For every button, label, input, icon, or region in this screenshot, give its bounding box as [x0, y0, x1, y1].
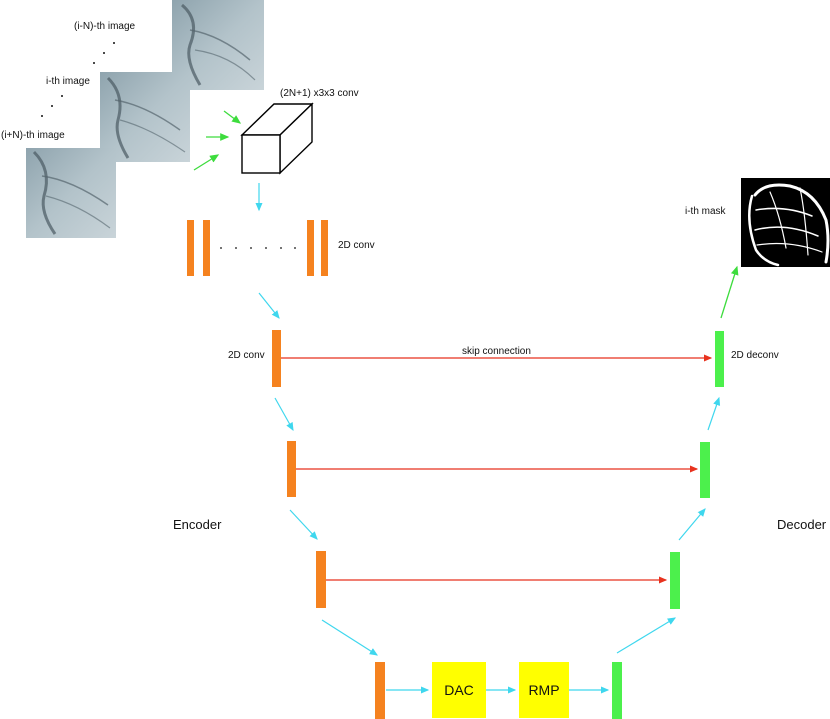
- input-arrow-1: [223, 110, 242, 124]
- conv2d-row-dots: [220, 247, 296, 249]
- rmp-block-label: RMP: [528, 682, 560, 698]
- encoder-label: Encoder: [173, 517, 222, 532]
- conv2d-row: [187, 220, 328, 276]
- frame-top-label: (i-N)-th image: [74, 21, 136, 32]
- bottleneck-encoder-bar: [375, 662, 385, 719]
- decoder-bar-2: [700, 442, 710, 498]
- conv2d-encoder-label: 2D conv: [228, 350, 265, 361]
- rmp-block: [519, 662, 569, 718]
- decoder-label: Decoder: [777, 517, 827, 532]
- decoder-bars: [612, 331, 724, 719]
- decoder-flow-arrows: [616, 396, 721, 654]
- bottleneck-decoder-bar: [612, 662, 622, 719]
- skip-connections: [281, 354, 713, 584]
- frame-ellipsis-dots: [41, 42, 115, 117]
- conv3d-cube-icon: [240, 102, 314, 175]
- frame-bottom-image: [26, 148, 116, 238]
- conv2d-row-label: 2D conv: [338, 240, 375, 251]
- conv3d-label: (2N+1) x3x3 conv: [280, 88, 359, 99]
- frame-mid-label: i-th image: [46, 76, 90, 87]
- conv2d-bar-2: [203, 220, 210, 276]
- encoder-bars: [272, 330, 385, 719]
- deconv-label: 2D deconv: [731, 350, 779, 361]
- input-arrows: [193, 110, 242, 171]
- input-arrow-3: [193, 154, 220, 171]
- encoder-bar-1: [272, 330, 281, 387]
- encoder-bar-2: [287, 441, 296, 497]
- conv2d-bar-4: [321, 220, 328, 276]
- dac-block: [432, 662, 486, 718]
- frame-stack-icon: [26, 0, 264, 238]
- mask-image-icon: [741, 178, 830, 267]
- conv2d-bar-1: [187, 220, 194, 276]
- output-arrow: [720, 265, 739, 319]
- decoder-bar-3: [670, 552, 680, 609]
- mask-label: i-th mask: [685, 206, 726, 217]
- conv2d-bar-3: [307, 220, 314, 276]
- skip-connection-label: skip connection: [462, 346, 531, 357]
- decoder-bar-1: [715, 331, 724, 387]
- dac-block-label: DAC: [444, 682, 474, 698]
- frame-mid-image: [100, 72, 190, 162]
- encoder-flow-arrows: [258, 292, 379, 656]
- frame-bottom-label: (i+N)-th image: [1, 130, 65, 141]
- encoder-bar-3: [316, 551, 326, 608]
